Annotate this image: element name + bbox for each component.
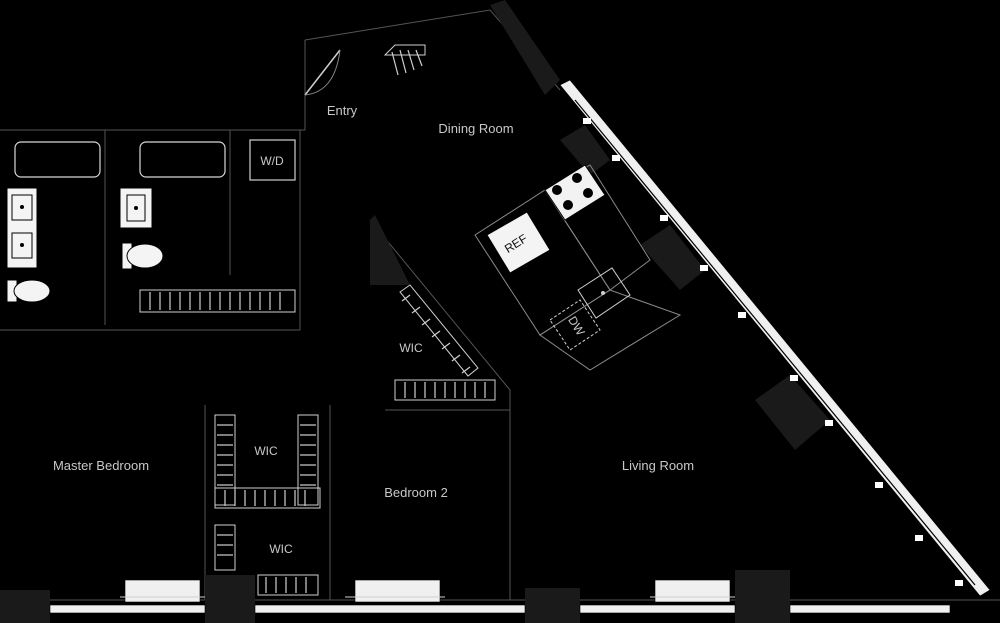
dishwasher-icon (549, 299, 601, 351)
bedroom-2-label: Bedroom 2 (384, 485, 448, 500)
structural-columns (0, 0, 830, 623)
wic-hall-label: WIC (399, 341, 423, 355)
bathtub-icon (14, 141, 101, 178)
washer-dryer-label: W/D (260, 154, 284, 168)
living-room-label: Living Room (622, 458, 694, 473)
wic-master-lower-label: WIC (269, 542, 293, 556)
washer-dryer-icon (249, 139, 296, 181)
refrigerator-icon (486, 211, 551, 274)
toilet-icon (6, 279, 51, 303)
master-bedroom-label: Master Bedroom (53, 458, 149, 473)
bottom-windows (49, 579, 951, 614)
kitchen: REF DW (474, 164, 682, 371)
room-labels: Entry Dining Room WIC WIC WIC Master Bed… (53, 103, 694, 556)
entry-label: Entry (327, 103, 358, 118)
kitchen-sink-icon (577, 267, 631, 319)
second-bath (119, 141, 226, 270)
wic-master-upper-label: WIC (254, 444, 278, 458)
entry-door (304, 49, 341, 96)
dining-room-label: Dining Room (438, 121, 513, 136)
master-bath (6, 141, 101, 303)
window-wall (559, 79, 991, 597)
stove-icon (544, 164, 606, 221)
toilet-icon (121, 242, 164, 270)
closet-racks (139, 44, 496, 596)
bathtub-icon (139, 141, 226, 178)
